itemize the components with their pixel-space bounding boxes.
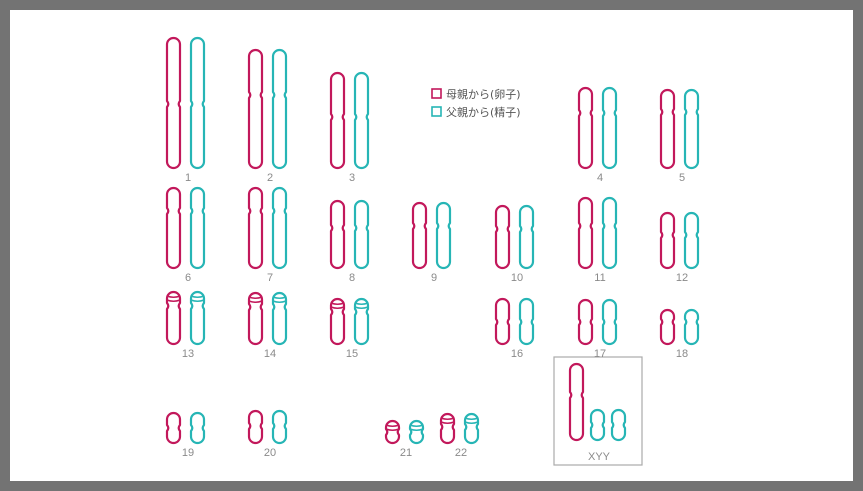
chromosome-label: 4 <box>597 172 603 184</box>
paternal-chromosome-15 <box>355 299 368 344</box>
chromosome-label: 5 <box>679 172 685 184</box>
paternal-chromosome-21 <box>410 421 423 443</box>
paternal-chromosome-6 <box>191 188 204 268</box>
chromosome-label: 22 <box>455 447 467 459</box>
maternal-chromosome-21 <box>386 421 399 443</box>
paternal-chromosome-2 <box>273 50 286 168</box>
paternal-chromosome-17 <box>603 300 616 344</box>
maternal-chromosome-14 <box>249 293 262 344</box>
paternal-chromosome-19 <box>191 413 204 443</box>
chromosome-label: 16 <box>511 348 523 360</box>
chromosome-label: 10 <box>511 272 523 284</box>
paternal-chromosome-7 <box>273 188 286 268</box>
paternal-chromosome-22 <box>465 414 478 443</box>
maternal-chromosome-2 <box>249 50 262 168</box>
chromosome-label: 1 <box>185 172 191 184</box>
chromosome-label: 9 <box>431 272 437 284</box>
paternal-chromosome-13 <box>191 292 204 344</box>
maternal-chromosome-11 <box>579 198 592 268</box>
chromosome-label: 17 <box>594 348 606 360</box>
x-chromosome <box>570 364 583 440</box>
y-chromosome-2 <box>612 410 625 440</box>
maternal-chromosome-17 <box>579 300 592 344</box>
paternal-chromosome-9 <box>437 203 450 268</box>
paternal-chromosome-5 <box>685 90 698 168</box>
maternal-legend-swatch <box>432 89 441 98</box>
maternal-chromosome-9 <box>413 203 426 268</box>
paternal-chromosome-1 <box>191 38 204 168</box>
paternal-chromosome-10 <box>520 206 533 268</box>
paternal-chromosome-14 <box>273 293 286 344</box>
chromosome-label: 19 <box>182 447 194 459</box>
paternal-chromosome-12 <box>685 213 698 268</box>
chromosome-label: 7 <box>267 272 273 284</box>
chromosome-label: 12 <box>676 272 688 284</box>
y-chromosome-1 <box>591 410 604 440</box>
paternal-chromosome-4 <box>603 88 616 168</box>
maternal-chromosome-6 <box>167 188 180 268</box>
chromosome-label: 6 <box>185 272 191 284</box>
maternal-chromosome-16 <box>496 299 509 344</box>
maternal-chromosome-13 <box>167 292 180 344</box>
maternal-chromosome-12 <box>661 213 674 268</box>
chromosome-label: 21 <box>400 447 412 459</box>
chromosome-label: 13 <box>182 348 194 360</box>
chromosome-label: 11 <box>594 272 605 284</box>
maternal-chromosome-20 <box>249 411 262 443</box>
chromosome-label: 14 <box>264 348 276 360</box>
maternal-chromosome-19 <box>167 413 180 443</box>
paternal-chromosome-11 <box>603 198 616 268</box>
maternal-chromosome-8 <box>331 201 344 268</box>
paternal-legend-swatch <box>432 107 441 116</box>
chromosome-label: 18 <box>676 348 688 360</box>
maternal-chromosome-4 <box>579 88 592 168</box>
chromosome-label: XYY <box>588 451 611 463</box>
paternal-chromosome-3 <box>355 73 368 168</box>
paternal-chromosome-18 <box>685 310 698 344</box>
legend: 母親から(卵子) 父親から(精子) <box>432 88 521 119</box>
chromosome-label: 8 <box>349 272 355 284</box>
maternal-chromosome-5 <box>661 90 674 168</box>
paternal-chromosome-8 <box>355 201 368 268</box>
paternal-legend-label: 父親から(精子) <box>446 106 521 119</box>
maternal-chromosome-1 <box>167 38 180 168</box>
paternal-chromosome-16 <box>520 299 533 344</box>
chromosome-label: 2 <box>267 172 273 184</box>
chromosome-label: 20 <box>264 447 276 459</box>
chromosome-label: 3 <box>349 172 355 184</box>
maternal-chromosome-10 <box>496 206 509 268</box>
maternal-chromosome-3 <box>331 73 344 168</box>
maternal-chromosome-18 <box>661 310 674 344</box>
chromosome-label: 15 <box>346 348 358 360</box>
maternal-legend-label: 母親から(卵子) <box>446 88 521 101</box>
maternal-chromosome-22 <box>441 414 454 443</box>
paternal-chromosome-20 <box>273 411 286 443</box>
maternal-chromosome-7 <box>249 188 262 268</box>
maternal-chromosome-15 <box>331 299 344 344</box>
